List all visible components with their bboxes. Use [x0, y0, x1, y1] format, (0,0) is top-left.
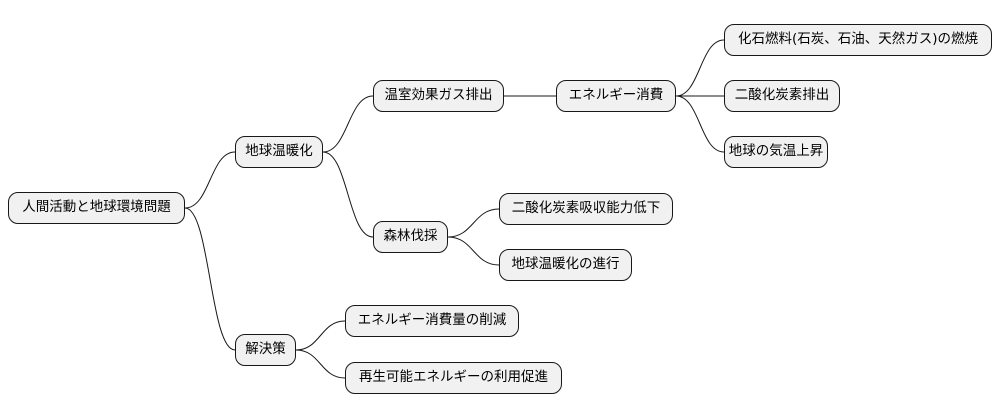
node-fossil-fuel-burning: 化石燃料(石炭、石油、天然ガス)の燃焼: [724, 24, 992, 56]
node-co2-absorption-decline: 二酸化炭素吸収能力低下: [499, 193, 673, 225]
node-ghg-emission: 温室効果ガス排出: [373, 80, 504, 112]
node-solutions: 解決策: [235, 334, 296, 366]
node-global-warming: 地球温暖化: [235, 136, 323, 168]
node-energy-consumption: エネルギー消費: [556, 80, 676, 112]
edge-solutions-to-energy-reduction: [295, 320, 346, 351]
edge-energy-consumption-to-fossil-fuel-burning: [675, 39, 725, 97]
node-deforestation: 森林伐採: [373, 221, 448, 253]
node-energy-reduction: エネルギー消費量の削減: [345, 305, 519, 337]
edge-deforestation-to-co2-absorption-decline: [447, 208, 500, 238]
node-temperature-rise: 地球の気温上昇: [724, 136, 828, 168]
edge-root-to-solutions: [184, 207, 236, 351]
node-root: 人間活動と地球環境問題: [8, 192, 185, 224]
node-co2-emission: 二酸化炭素排出: [724, 80, 840, 112]
edge-global-warming-to-ghg-emission: [322, 95, 374, 153]
edge-solutions-to-renewable-promotion: [295, 349, 346, 379]
node-warming-progress: 地球温暖化の進行: [499, 249, 632, 281]
edge-root-to-global-warming: [184, 151, 236, 209]
node-renewable-promotion: 再生可能エネルギーの利用促進: [345, 362, 562, 394]
edge-deforestation-to-warming-progress: [447, 236, 500, 266]
edge-energy-consumption-to-temperature-rise: [675, 95, 725, 153]
edge-global-warming-to-deforestation: [322, 151, 374, 238]
